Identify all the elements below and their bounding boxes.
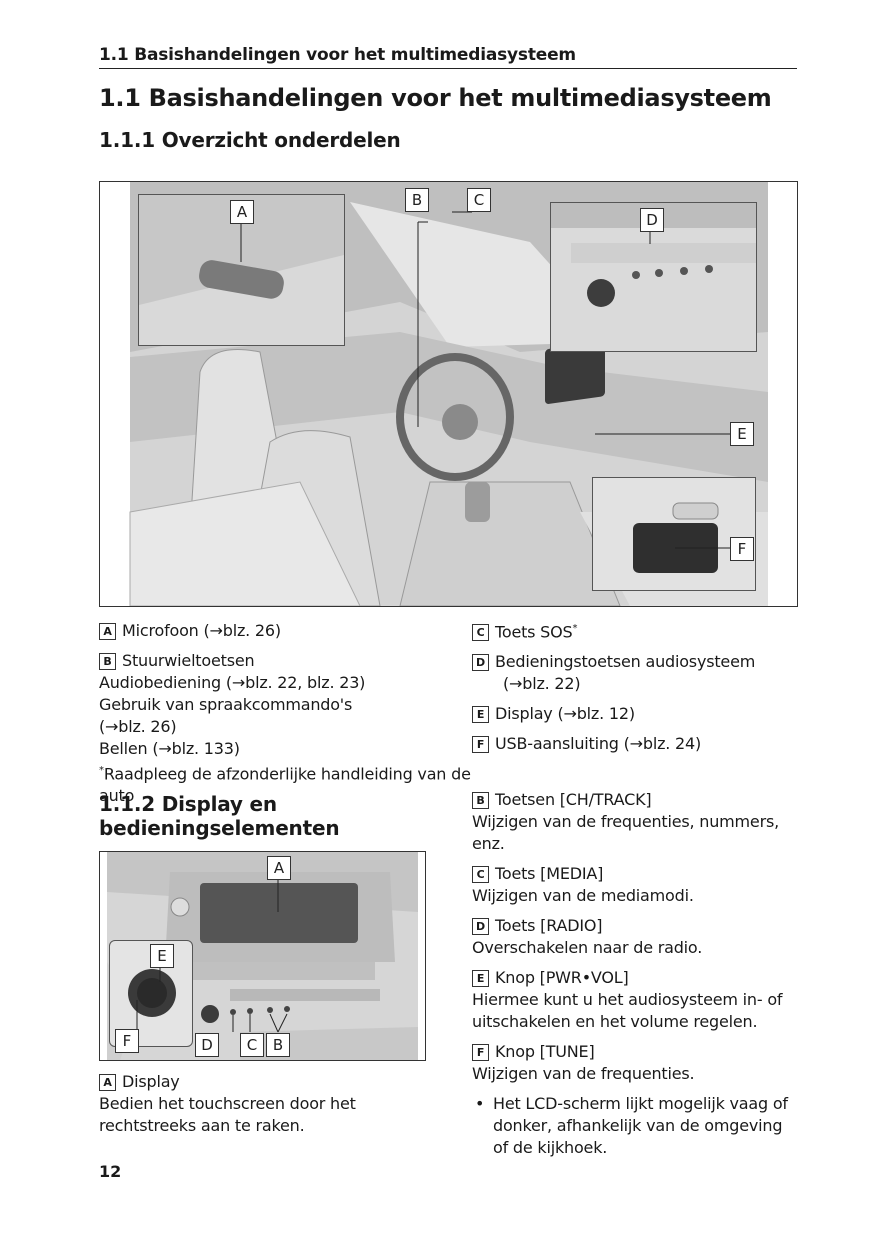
leader-lines [240, 211, 730, 549]
key-ctrl-b: B [472, 792, 489, 809]
bullet-icon: • [475, 1094, 485, 1113]
display-controls-figure: A E F D C B [99, 851, 426, 1061]
legend-b-line1: Audiobediening (→blz. 22, blz. 23) [99, 673, 366, 692]
legend-right: C Toets SOS* D Bedieningstoetsen audiosyst… [472, 618, 802, 755]
fig2-callout-b: B [266, 1033, 290, 1057]
ctrl-d-title: Toets [RADIO] [495, 916, 603, 935]
key-ctrl-e: E [472, 970, 489, 987]
legend-e-text: Display (→blz. 12) [495, 704, 635, 724]
key-b: B [99, 653, 116, 670]
legend-b-line2: Gebruik van spraakcommando's [99, 695, 353, 714]
ctrl-e-title: Knop [PWR•VOL] [495, 968, 629, 987]
key-f: F [472, 736, 489, 754]
lcd-note: • Het LCD-scherm lijkt mogelijk vaag of … [472, 1093, 802, 1159]
ctrl-f-line1: Wijzigen van de frequenties. [472, 1064, 695, 1083]
note-line1: Het LCD-scherm lijkt mogelijk vaag of [493, 1094, 788, 1113]
fig2-callout-e: E [150, 944, 174, 968]
ctrl-c-title: Toets [MEDIA] [495, 864, 604, 883]
fig2-callout-d: D [195, 1033, 219, 1057]
ctrl-b-title: Toetsen [CH/TRACK] [495, 790, 652, 809]
legend-b-line4: Bellen (→blz. 133) [99, 739, 240, 758]
legend-d-text2: (→blz. 22) [503, 674, 581, 694]
ctrl-f-title: Knop [TUNE] [495, 1042, 595, 1061]
display-description: A Display Bedien het touchscreen door het… [99, 1071, 439, 1137]
microphone-inset [138, 194, 345, 346]
key-a: A [99, 623, 116, 640]
note-line3: of de kijkhoek. [493, 1138, 608, 1157]
key-d: D [472, 654, 489, 672]
section-112-heading: 1.1.2 Display en bedieningselementen [99, 792, 340, 840]
display-line1: Bedien het touchscreen door het [99, 1094, 356, 1113]
display-line2: rechtstreeks aan te raken. [99, 1116, 305, 1135]
section-112-title-line2: bedieningselementen [99, 816, 340, 840]
callout-f: F [730, 537, 754, 561]
ctrl-b-line2: enz. [472, 834, 505, 853]
section-112-title-line1: 1.1.2 Display en [99, 792, 277, 816]
controls-description: B Toetsen [CH/TRACK] Wijzigen van de freq… [472, 789, 802, 1159]
ctrl-d-line1: Overschakelen naar de radio. [472, 938, 703, 957]
ctrl-b-line1: Wijzigen van de frequenties, nummers, [472, 812, 779, 831]
key-ctrl-f: F [472, 1044, 489, 1061]
callout-d: D [640, 208, 664, 232]
key-e: E [472, 706, 489, 724]
section-heading: 1.1 Basishandelingen voor het multimedia… [99, 84, 772, 112]
footnote-asterisk: * [99, 765, 104, 776]
callout-b: B [405, 188, 429, 212]
ctrl-e-line1: Hiermee kunt u het audiosysteem in- of [472, 990, 783, 1009]
legend-c-text: Toets SOS [495, 622, 573, 642]
fig2-callout-c: C [240, 1033, 264, 1057]
key-ctrl-d: D [472, 918, 489, 935]
sos-asterisk: * [572, 623, 578, 634]
key-c: C [472, 624, 489, 642]
callout-e: E [730, 422, 754, 446]
page-number: 12 [99, 1162, 122, 1181]
display-title: Display [122, 1072, 180, 1091]
key-display-a: A [99, 1074, 116, 1091]
note-line2: donker, afhankelijk van de omgeving [493, 1116, 783, 1135]
footnote-text: Raadpleeg de afzonderlijke handleiding v… [99, 764, 471, 806]
subsection-heading: 1.1.1 Overzicht onderdelen [99, 128, 401, 152]
fig2-callout-f: F [115, 1029, 139, 1053]
fig2-callout-a: A [267, 856, 291, 880]
ctrl-c-line1: Wijzigen van de mediamodi. [472, 886, 694, 905]
callout-a: A [230, 200, 254, 224]
figure2-leader-lines [136, 878, 288, 1033]
legend-a-text: Microfoon (→blz. 26) [122, 621, 281, 640]
key-ctrl-c: C [472, 866, 489, 883]
running-header: 1.1 Basishandelingen voor het multimedia… [99, 45, 797, 69]
legend-b-text: Stuurwieltoetsen [122, 651, 255, 670]
legend-d-text: Bedieningstoetsen audiosysteem [495, 652, 756, 672]
ctrl-e-line2: uitschakelen en het volume regelen. [472, 1012, 758, 1031]
interior-overview-figure: A B C D E F [99, 181, 798, 607]
legend-b-line3: (→blz. 26) [99, 717, 177, 736]
callout-c: C [467, 188, 491, 212]
legend-f-text: USB-aansluiting (→blz. 24) [495, 734, 702, 754]
